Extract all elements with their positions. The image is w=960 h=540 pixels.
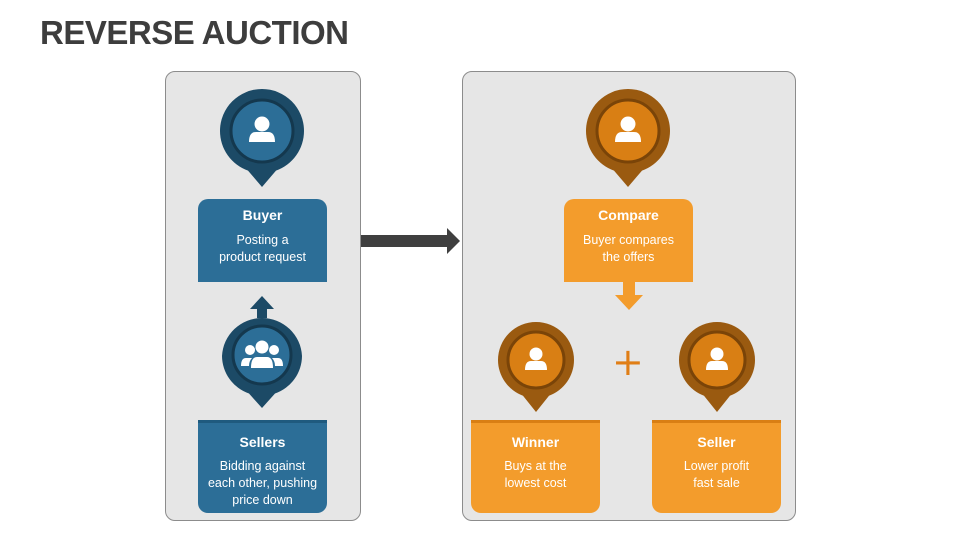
winner-card: Winner Buys at the lowest cost bbox=[471, 420, 600, 513]
winner-title: Winner bbox=[511, 434, 560, 450]
compare-pin bbox=[586, 89, 670, 189]
seller-pin bbox=[679, 322, 755, 414]
user-icon bbox=[706, 347, 728, 370]
up-arrow-icon bbox=[250, 296, 274, 318]
compare-text: Buyer compares the offers bbox=[582, 233, 674, 264]
buyer-text: Posting a product request bbox=[219, 233, 306, 264]
right-arrow-icon bbox=[361, 228, 460, 254]
seller-text: Lower profit fast sale bbox=[683, 459, 750, 490]
down-arrow bbox=[614, 282, 644, 312]
sellers-pin bbox=[220, 296, 304, 410]
sellers-card: Sellers Bidding against each other, push… bbox=[198, 420, 327, 513]
compare-title: Compare bbox=[598, 207, 659, 223]
buyer-title: Buyer bbox=[242, 207, 283, 223]
winner-pin bbox=[498, 322, 574, 414]
seller-title: Seller bbox=[697, 434, 736, 450]
user-icon bbox=[615, 116, 641, 142]
buyer-pin bbox=[220, 89, 304, 189]
plus-sign: + bbox=[612, 340, 644, 384]
users-group-icon bbox=[241, 340, 283, 368]
sellers-title: Sellers bbox=[239, 434, 286, 450]
compare-card: Compare Buyer compares the offers bbox=[564, 199, 693, 282]
user-icon bbox=[249, 116, 275, 142]
seller-card: Seller Lower profit fast sale bbox=[652, 420, 781, 513]
buyer-card: Buyer Posting a product request bbox=[198, 199, 327, 282]
connector-arrow bbox=[361, 228, 461, 254]
page-title: REVERSE AUCTION bbox=[40, 14, 349, 51]
sellers-text: Bidding against each other, pushing pric… bbox=[207, 459, 318, 507]
user-icon bbox=[525, 347, 547, 370]
winner-text: Buys at the lowest cost bbox=[504, 459, 567, 490]
down-arrow-icon bbox=[615, 282, 643, 310]
